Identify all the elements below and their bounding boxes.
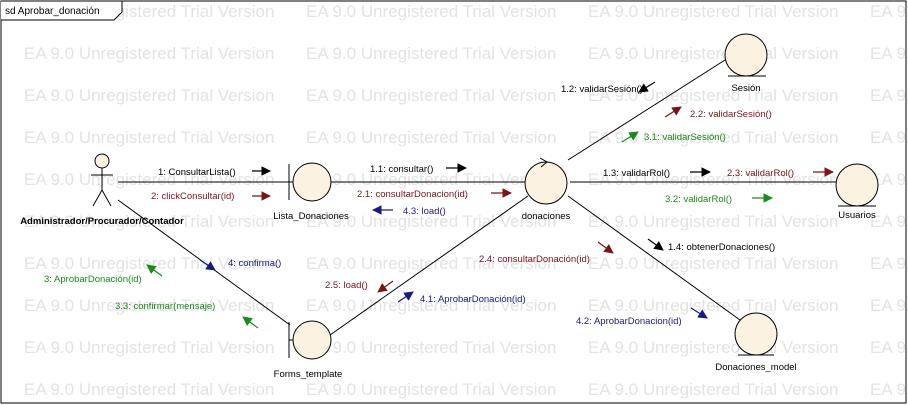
watermark-text: EA 9.0 Unregistered Trial Version (24, 296, 274, 315)
watermark-text: EA 9.0 Unregistered Trial Version (588, 128, 838, 147)
link-donaciones-model (567, 195, 741, 321)
arrow-msg-4 (199, 259, 216, 271)
msg-2-3: 2.3: validarRol() (727, 168, 794, 179)
msg-2-4: 2.4: consultarDonación(id) (479, 254, 590, 265)
watermark-text: EA 9.0 Unregistered Trial Version (588, 338, 838, 357)
watermark-text: EA 9.0 Unregistered Trial Version (870, 86, 908, 105)
sesion-label: Sesión (731, 83, 760, 94)
arrow-msg-3-1 (621, 131, 639, 143)
watermark-text: EA 9.0 Unregistered Trial Version (24, 338, 274, 357)
msg-3-1: 3.1: validarSesión() (644, 132, 726, 143)
watermark-text: EA 9.0 Unregistered Trial Version (588, 212, 838, 231)
message-arrows (146, 81, 834, 329)
arrow-msg-4-2 (690, 307, 708, 319)
msg-2: 2: clickConsultar(id) (151, 191, 234, 202)
actor-icon[interactable] (91, 153, 113, 207)
frame-title-tab (1, 0, 123, 21)
arrow-msg-2-2 (664, 106, 682, 118)
donaciones-control[interactable] (524, 157, 568, 205)
watermark-text: EA 9.0 Unregistered Trial Version (306, 86, 556, 105)
watermark-text: EA 9.0 Unregistered Trial Version (306, 44, 556, 63)
actor-label: Administrador/Procurador/Contador (20, 216, 184, 227)
watermark-text: EA 9.0 Unregistered Trial Version (24, 212, 274, 231)
msg-2-5: 2.5: load() (325, 280, 368, 291)
arrow-msg-1-2 (638, 81, 656, 93)
watermark-text: EA 9.0 Unregistered Trial Version (588, 380, 838, 399)
link-donaciones-sesion (567, 59, 726, 161)
watermark-text: EA 9.0 Unregistered Trial Version (306, 128, 556, 147)
msg-4-1: 4.1: AprobarDonación(id) (420, 294, 526, 305)
msg-3-2: 3.2: validarRol() (665, 194, 732, 205)
msg-4: 4: confirma() (228, 258, 281, 269)
watermark-text: EA 9.0 Unregistered Trial Version (24, 170, 274, 189)
donaciones-model-label: Donaciones_model (715, 362, 796, 373)
forms-template-label: Forms_template (274, 369, 343, 380)
watermark-text: EA 9.0 Unregistered Trial Version (24, 380, 274, 399)
donaciones-label: donaciones (522, 211, 571, 222)
arrow-msg-4-1 (397, 291, 414, 303)
link-forms-donaciones (329, 195, 529, 336)
watermark-text: EA 9.0 Unregistered Trial Version (870, 212, 908, 231)
usuarios-label: Usuarios (838, 210, 876, 221)
watermark-text: EA 9.0 Unregistered Trial Version (306, 338, 556, 357)
watermark-text: EA 9.0 Unregistered Trial Version (870, 296, 908, 315)
watermark-text: EA 9.0 Unregistered Trial Version (588, 44, 838, 63)
arrow-msg-3 (146, 264, 163, 277)
lista-donaciones-label: Lista_Donaciones (273, 211, 349, 222)
forms-template-boundary[interactable] (288, 320, 332, 360)
watermark-text: EA 9.0 Unregistered Trial Version (588, 254, 838, 273)
watermark-text: EA 9.0 Unregistered Trial Version (306, 212, 556, 231)
lista-donaciones-boundary[interactable] (288, 162, 332, 202)
watermark-text: EA 9.0 Unregistered Trial Version (588, 296, 838, 315)
watermark-text: EA 9.0 Unregistered Trial Version (306, 296, 556, 315)
watermark-text: EA 9.0 Unregistered Trial Version (306, 2, 556, 21)
sesion-entity[interactable] (724, 33, 768, 77)
watermark-text: EA 9.0 Unregistered Trial Version (870, 380, 908, 399)
watermark-text: EA 9.0 Unregistered Trial Version (24, 128, 274, 147)
watermark-text: EA 9.0 Unregistered Trial Version (588, 86, 838, 105)
msg-3-3: 3.3: confirmar(mensaje) (115, 301, 215, 312)
watermark-text: EA 9.0 Unregistered Trial Version (306, 380, 556, 399)
watermark-text: EA 9.0 Unregistered Trial Version (870, 128, 908, 147)
msg-1: 1: ConsultarLista() (158, 167, 236, 178)
msg-1-3: 1.3: validarRol() (603, 168, 670, 179)
msg-1-1: 1.1: consultar() (370, 164, 433, 175)
msg-2-1: 2.1: consultarDonacion(id) (357, 189, 468, 200)
arrow-msg-2-4 (597, 241, 614, 254)
arrow-msg-2-5 (377, 280, 394, 293)
frame-title: sd Aprobar_donación (5, 6, 100, 17)
msg-3: 3: AprobarDonación(id) (44, 274, 142, 285)
watermark-text: EA 9.0 Unregistered Trial Version (870, 2, 908, 21)
msg-2-2: 2.2: validarSesión() (690, 109, 772, 120)
watermark-text: EA 9.0 Unregistered Trial Version (870, 254, 908, 273)
msg-4-2: 4.2: AprobarDonacion(id) (576, 316, 682, 327)
arrow-msg-3-3 (242, 316, 259, 329)
watermark-layer: EA 9.0 Unregistered Trial Version EA 9.0 … (24, 2, 908, 399)
usuarios-entity[interactable] (835, 163, 879, 207)
watermark-text: EA 9.0 Unregistered Trial Version (588, 2, 838, 21)
watermark-text: EA 9.0 Unregistered Trial Version (870, 44, 908, 63)
watermark-text: EA 9.0 Unregistered Trial Version (24, 86, 274, 105)
watermark-text: EA 9.0 Unregistered Trial Version (588, 170, 838, 189)
watermark-text: EA 9.0 Unregistered Trial Version (24, 44, 274, 63)
watermark-text: EA 9.0 Unregistered Trial Version (306, 170, 556, 189)
watermark-text: EA 9.0 Unregistered Trial Version (870, 338, 908, 357)
arrow-msg-1-4 (647, 238, 664, 251)
donaciones-model-entity[interactable] (734, 312, 778, 356)
watermark-text: EA 9.0 Unregistered Trial Version (870, 170, 908, 189)
msg-4-3: 4.3: load() (403, 206, 446, 217)
msg-1-2: 1.2: validarSesión() (561, 84, 643, 95)
msg-1-4: 1.4: obtenerDonaciones() (668, 242, 775, 253)
